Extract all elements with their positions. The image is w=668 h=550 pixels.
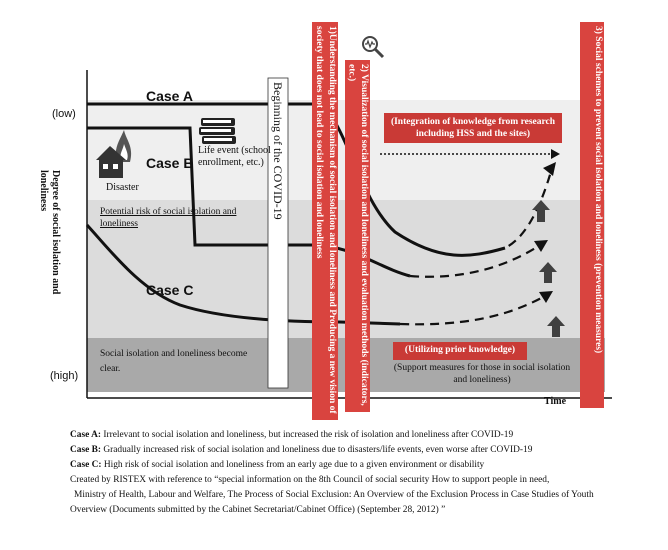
- pillar-3-bar: [580, 22, 604, 408]
- pillar-2-text: 2) Visualization of social isolation and…: [346, 64, 370, 406]
- note-case-b: Case B: Gradually increased risk of soci…: [70, 443, 665, 458]
- disaster-house-fire-icon: [96, 130, 132, 178]
- case-b-label: Case B: [146, 155, 194, 171]
- case-a-arrowhead: [543, 162, 556, 176]
- case-c-line: [85, 223, 401, 326]
- y-low-label: (low): [52, 108, 76, 120]
- case-c-projection: [399, 295, 546, 326]
- pillar-1-bar: [312, 22, 338, 420]
- disaster-label: Disaster: [106, 182, 139, 193]
- note-case-a-text: Irrelevant to social isolation and lonel…: [103, 430, 514, 440]
- up-arrow-1: [532, 200, 550, 222]
- integration-box-text: (Integration of knowledge from research …: [390, 117, 556, 139]
- note-case-b-key: Case B:: [70, 445, 101, 455]
- case-a-label: Case A: [146, 88, 193, 104]
- support-measures-text: (Support measures for those in social is…: [393, 363, 571, 385]
- covid-box: [267, 77, 289, 389]
- pillar-3-text: 3) Social schemes to prevent social isol…: [593, 26, 603, 354]
- case-b-arrowhead: [534, 240, 548, 252]
- diagram-svg: [85, 22, 612, 420]
- life-event-label: Life event (school enrollment, etc.): [198, 145, 271, 168]
- pillar-2-bar: [345, 60, 370, 412]
- y-axis-title: Degree of social isolation and lonelines…: [38, 170, 61, 295]
- note-case-b-text: Gradually increased risk of social isola…: [103, 445, 533, 455]
- covid-label: Beginning of the COVID-19: [271, 82, 285, 220]
- case-c-label: Case C: [146, 282, 194, 298]
- utilizing-box-text: (Utilizing prior knowledge): [404, 345, 516, 355]
- credit-line-2: Ministry of Health, Labour and Welfare, …: [74, 490, 594, 500]
- credit-line-3: Overview (Documents submitted by the Cab…: [70, 505, 446, 515]
- note-case-c: Case C: High risk of social isolation an…: [70, 458, 665, 473]
- books-icon: [199, 118, 236, 144]
- credit-line-1: Created by RISTEX with reference to “spe…: [70, 475, 550, 485]
- isolation-diagram: (low) (high) Degree of social isolation …: [38, 22, 612, 420]
- footnotes: Case A: Irrelevant to social isolation a…: [70, 428, 665, 518]
- note-case-c-text: High risk of social isolation and loneli…: [103, 460, 485, 470]
- magnifier-icon: [362, 36, 385, 59]
- integration-box-bg: [384, 113, 562, 143]
- y-high-label: (high): [50, 370, 79, 382]
- x-axis-title: Time: [544, 396, 567, 407]
- integration-arrowhead: [551, 149, 560, 159]
- up-arrow-3: [547, 316, 565, 337]
- case-b-projection: [409, 244, 541, 278]
- case-c-arrowhead: [539, 291, 553, 303]
- note-case-a-key: Case A:: [70, 430, 101, 440]
- note-case-c-key: Case C:: [70, 460, 102, 470]
- note-case-a: Case A: Irrelevant to social isolation a…: [70, 428, 665, 443]
- up-arrow-2: [539, 262, 557, 283]
- utilizing-box-bg: [393, 342, 527, 360]
- pillar-1-text: 1)Understanding the mechanism of social …: [314, 26, 337, 414]
- clear-isolation-label: Social isolation and loneliness become c…: [100, 349, 248, 374]
- potential-risk-label: Potential risk of social isolation and l…: [100, 207, 237, 229]
